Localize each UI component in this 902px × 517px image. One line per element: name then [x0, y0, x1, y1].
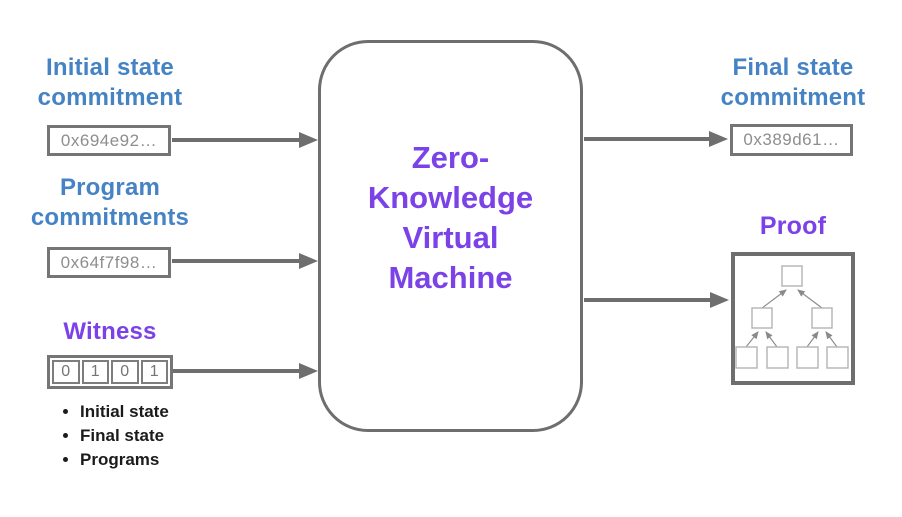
program-hash: 0x64f7f98… [60, 252, 158, 272]
tree-leaf-node [796, 346, 819, 369]
witness-label: Witness [63, 318, 157, 345]
program-commitments-label: Program commitments [30, 174, 190, 231]
proof-label: Proof [759, 212, 827, 240]
zk-virtual-machine-title: Zero- Knowledge Virtual Machine [367, 140, 534, 295]
proof-box [731, 252, 855, 385]
list-item: Initial state [80, 403, 248, 421]
tree-mid-node [811, 307, 833, 329]
arrow-initial-state-to-vm-icon [172, 132, 318, 148]
witness-contents-list: Initial state Final state Programs [48, 403, 248, 475]
initial-state-hash: 0x694e92… [60, 130, 158, 150]
initial-state-commitment-value-box: 0x694e92… [47, 125, 171, 156]
witness-bits-box: 0 1 0 1 [47, 355, 173, 389]
arrow-vm-to-proof-icon [584, 292, 729, 308]
final-state-commitment-value-box: 0x389d61… [730, 124, 853, 156]
tree-mid-node [751, 307, 773, 329]
tree-leaf-node [735, 346, 758, 369]
tree-root-node [781, 265, 803, 287]
list-item: Programs [80, 451, 248, 469]
witness-bit-cell: 1 [140, 360, 168, 384]
final-state-commitment-label: Final state commitment [720, 54, 866, 111]
list-item: Final state [80, 427, 248, 445]
arrow-program-to-vm-icon [172, 253, 318, 269]
program-commitments-value-box: 0x64f7f98… [47, 247, 171, 278]
tree-leaf-node [826, 346, 849, 369]
final-state-hash: 0x389d61… [743, 130, 840, 149]
witness-bit-cell: 1 [81, 360, 109, 384]
tree-leaf-node [766, 346, 789, 369]
merkle-tree-diagram-icon [735, 265, 849, 369]
zk-virtual-machine-box: Zero- Knowledge Virtual Machine [318, 40, 583, 432]
witness-bit-cell: 0 [52, 360, 80, 384]
initial-state-commitment-label: Initial state commitment [37, 54, 183, 111]
arrow-witness-to-vm-icon [172, 363, 318, 379]
arrow-vm-to-final-state-icon [584, 131, 728, 147]
witness-bit-cell: 0 [111, 360, 139, 384]
